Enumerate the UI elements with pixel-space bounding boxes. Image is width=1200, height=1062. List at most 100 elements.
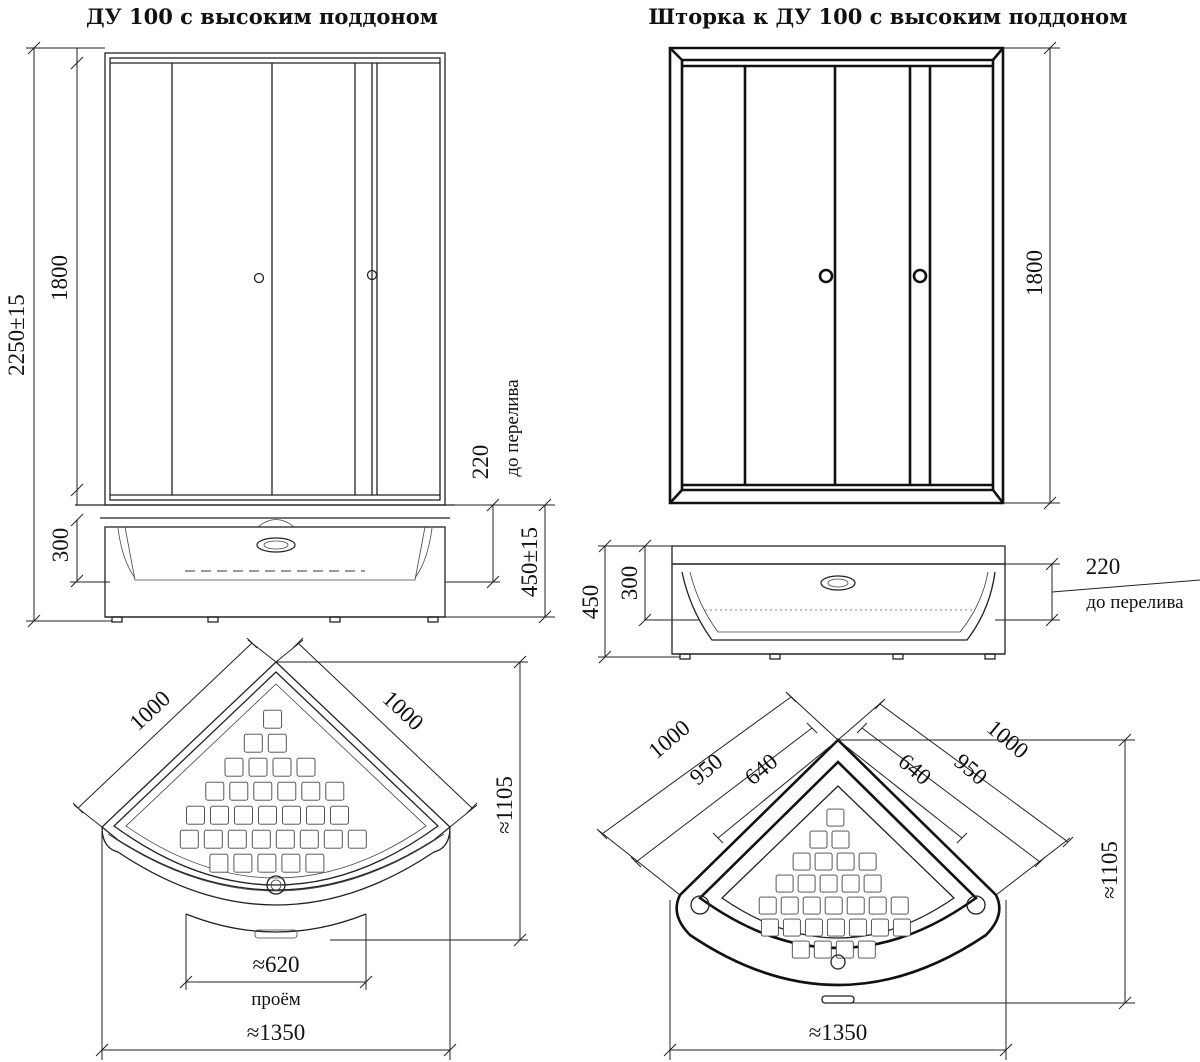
dim-total-height: 2250±15 bbox=[4, 294, 29, 376]
grid-cell bbox=[791, 940, 810, 959]
grid-cell bbox=[282, 805, 301, 825]
grid-cell bbox=[758, 896, 777, 915]
grid-cell bbox=[272, 757, 292, 777]
dim-right-tray-inner: 300 bbox=[617, 566, 642, 601]
dim-right-side-a-outer: 1000 bbox=[644, 715, 695, 764]
grid-cell bbox=[277, 781, 297, 801]
grid-cell bbox=[248, 757, 268, 777]
dim-right-side-b-outer: 1000 bbox=[982, 715, 1033, 764]
grid-cell bbox=[186, 805, 205, 825]
grid-cell bbox=[826, 918, 845, 937]
grid-cell bbox=[797, 874, 816, 893]
grid-cell bbox=[841, 874, 860, 893]
drain-right bbox=[820, 575, 856, 591]
right-tray-side-view bbox=[671, 545, 1006, 660]
dim-opening: ≈620 bbox=[252, 952, 299, 977]
grid-cell bbox=[330, 805, 349, 825]
grid-cell bbox=[229, 781, 249, 801]
grid-cell bbox=[296, 757, 316, 777]
grid-cell bbox=[760, 918, 779, 937]
right-dimensions-vertical: 1800 450 300 220 до перелива bbox=[578, 41, 1200, 664]
grid-cell bbox=[301, 781, 321, 801]
grid-cell bbox=[858, 852, 877, 871]
dim-side-a: 1000 bbox=[125, 686, 176, 736]
grid-cell bbox=[826, 808, 845, 827]
dim-overflow-height: 220 bbox=[468, 445, 493, 480]
grid-cell bbox=[863, 874, 882, 893]
grid-cell bbox=[210, 805, 229, 825]
grid-cell bbox=[792, 852, 811, 871]
drain-left bbox=[256, 537, 296, 553]
grid-cell bbox=[205, 781, 225, 801]
grid-cell bbox=[347, 829, 367, 849]
grid-cell bbox=[813, 940, 832, 959]
door-handle-right bbox=[366, 269, 378, 281]
right-title: Шторка к ДУ 100 с высоким поддоном bbox=[649, 4, 1128, 29]
grid-cell bbox=[780, 896, 799, 915]
dim-right-tray-total: 450 bbox=[578, 585, 603, 620]
left-cabin-front-view bbox=[104, 52, 446, 506]
dim-right-side-a-mid: 950 bbox=[685, 749, 727, 790]
grid-cell bbox=[809, 830, 828, 849]
dim-tray-inner: 300 bbox=[48, 528, 73, 563]
left-tray-drain bbox=[266, 875, 286, 895]
dim-right-overflow: 220 bbox=[1086, 554, 1121, 579]
grid-cell bbox=[890, 896, 909, 915]
grid-cell bbox=[775, 874, 794, 893]
grid-cell bbox=[814, 852, 833, 871]
dim-side-b: 1000 bbox=[378, 686, 429, 736]
dim-width: ≈1350 bbox=[247, 1020, 306, 1045]
right-tray-top-view bbox=[675, 738, 1001, 1004]
grid-cell bbox=[819, 874, 838, 893]
grid-cell bbox=[848, 918, 867, 937]
grid-cell bbox=[243, 733, 263, 753]
grid-cell bbox=[836, 852, 855, 871]
dim-right-width: ≈1350 bbox=[809, 1020, 868, 1045]
grid-cell bbox=[234, 805, 253, 825]
grid-cell bbox=[857, 940, 876, 959]
grid-cell bbox=[831, 830, 850, 849]
grid-cell bbox=[179, 829, 199, 849]
grid-cell bbox=[804, 918, 823, 937]
grid-cell bbox=[258, 805, 277, 825]
screen-handle-right bbox=[912, 268, 928, 284]
grid-cell bbox=[209, 853, 229, 873]
grid-cell bbox=[305, 853, 325, 873]
grid-cell bbox=[802, 896, 821, 915]
grid-cell bbox=[846, 896, 865, 915]
opening-note: проём bbox=[251, 989, 301, 1010]
grid-cell bbox=[203, 829, 223, 849]
overflow-note: до перелива bbox=[502, 379, 523, 477]
grid-cell bbox=[263, 709, 283, 729]
grid-cell bbox=[233, 853, 253, 873]
left-top-dimensions: 1000 1000 ≈1105 ≈620 проём ≈1350 bbox=[72, 637, 528, 1060]
right-tray-drain bbox=[830, 954, 846, 970]
dim-tray-total: 450±15 bbox=[517, 527, 542, 597]
dim-right-depth: ≈1105 bbox=[1097, 841, 1122, 899]
grid-cell bbox=[325, 781, 345, 801]
right-screen-front-view bbox=[668, 46, 1005, 505]
left-title: ДУ 100 с высоким поддоном bbox=[86, 4, 438, 29]
left-tray-side-view bbox=[75, 504, 455, 623]
grid-cell bbox=[224, 757, 244, 777]
grid-cell bbox=[227, 829, 247, 849]
grid-cell bbox=[782, 918, 801, 937]
left-dimensions-vertical: 2250±15 1800 300 220 до перелива 450±15 bbox=[4, 41, 555, 628]
grid-cell bbox=[868, 896, 887, 915]
grid-cell bbox=[824, 896, 843, 915]
dim-screen-height: 1800 bbox=[1022, 250, 1047, 296]
grid-cell bbox=[253, 781, 273, 801]
grid-cell bbox=[892, 918, 911, 937]
dim-depth: ≈1105 bbox=[492, 776, 517, 834]
grid-cell bbox=[299, 829, 319, 849]
grid-cell bbox=[257, 853, 277, 873]
dim-right-side-b-inner: 640 bbox=[894, 749, 936, 790]
dim-right-side-b-mid: 950 bbox=[950, 749, 992, 790]
dim-door-height: 1800 bbox=[47, 255, 72, 301]
left-tray-grid bbox=[179, 709, 367, 873]
grid-cell bbox=[306, 805, 325, 825]
right-overflow-note: до перелива bbox=[1086, 592, 1184, 613]
grid-cell bbox=[267, 733, 287, 753]
grid-cell bbox=[870, 918, 889, 937]
